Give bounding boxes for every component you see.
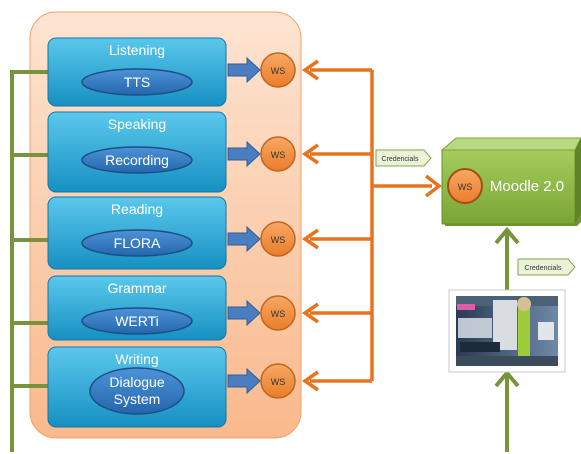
vr-classroom-screenshot-icon	[448, 289, 566, 373]
left-green-bus	[10, 70, 48, 452]
ws-label: WS	[271, 309, 286, 319]
credentials-label-right: Credencials	[525, 265, 562, 272]
moodle-ws-circle	[447, 168, 483, 204]
tool-label: TTS	[124, 74, 150, 90]
ws-circle	[260, 136, 296, 172]
orange-arrowheads	[301, 59, 442, 392]
tool-oval	[81, 146, 193, 174]
moodle-ws-label: WS	[458, 182, 473, 192]
ws-circle	[260, 295, 296, 331]
moodle-box: WS Moodle 2.0	[440, 137, 581, 226]
green-arrowheads	[494, 226, 520, 388]
ws-label: WS	[271, 235, 286, 245]
ws-label: WS	[271, 66, 286, 76]
tool-label: Recording	[105, 152, 169, 168]
blue-arrow	[227, 56, 261, 84]
module-title: Writing	[115, 351, 158, 367]
tool-label: System	[114, 391, 161, 407]
tool-label: FLORA	[114, 235, 161, 251]
ws-label: WS	[271, 150, 286, 160]
tool-oval	[89, 367, 185, 415]
ws-circle	[260, 221, 296, 257]
moodle-title: Moodle 2.0	[490, 178, 564, 195]
module-title: Listening	[109, 42, 165, 58]
ws-circle	[260, 363, 296, 399]
tool-oval	[81, 68, 193, 96]
module-title: Reading	[111, 201, 163, 217]
ws-circle	[260, 52, 296, 88]
credentials-label-left: Credencials	[382, 156, 419, 163]
tool-label: WERTi	[115, 313, 159, 329]
credentials-tag-right: Credencials	[517, 258, 576, 276]
blue-arrow	[227, 140, 261, 168]
module-title: Speaking	[108, 116, 166, 132]
module-title: Grammar	[107, 280, 166, 296]
tool-oval	[81, 307, 193, 335]
blue-arrow	[227, 367, 261, 395]
tool-oval	[81, 229, 193, 257]
credentials-tag-left: Credencials	[375, 149, 432, 167]
blue-arrow	[227, 225, 261, 253]
orange-bus	[310, 68, 432, 383]
blue-arrow	[227, 299, 261, 327]
tool-label: Dialogue	[109, 374, 164, 390]
ws-label: WS	[271, 377, 286, 387]
